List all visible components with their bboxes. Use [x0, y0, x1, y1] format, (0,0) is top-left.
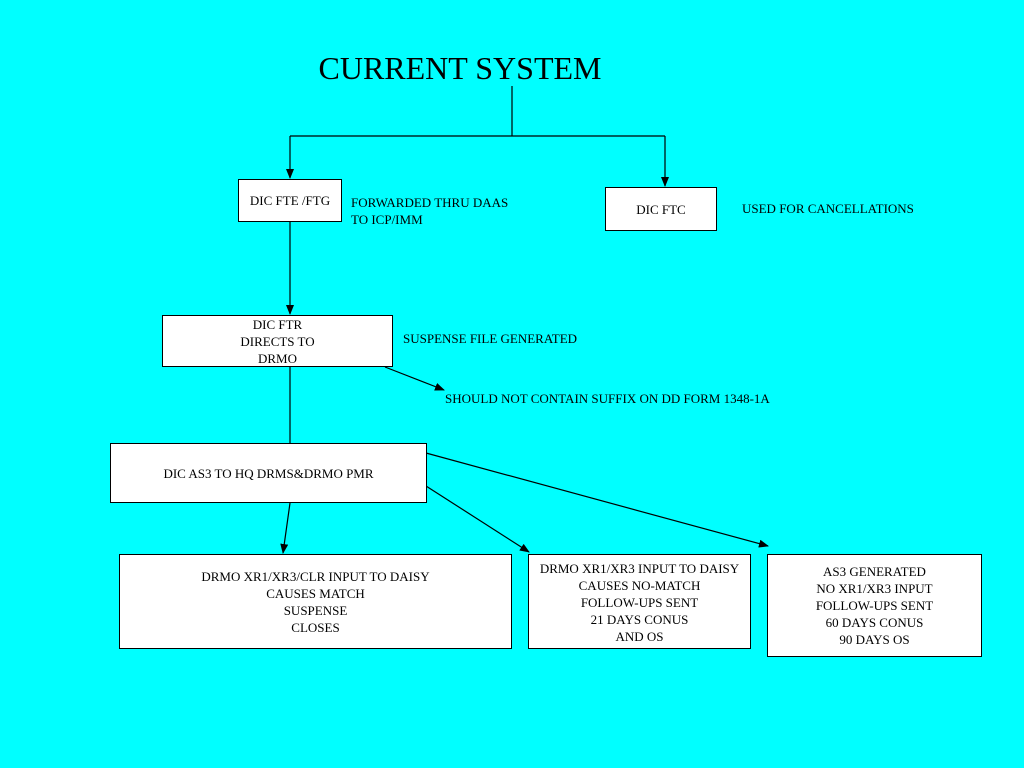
box-line: 60 DAYS CONUS: [825, 615, 924, 630]
cancellations-note: USED FOR CANCELLATIONS: [742, 200, 914, 217]
box-line: DRMO XR1/XR3/CLR INPUT TO DAISY: [201, 568, 430, 584]
box-line: AND OS: [615, 629, 664, 644]
box-line: CLOSES: [291, 619, 340, 635]
box-line: DIC AS3 TO HQ DRMS&DRMO PMR: [163, 465, 374, 481]
note-line: USED FOR CANCELLATIONS: [742, 201, 914, 216]
dic-ftr-box: DIC FTR DIRECTS TO DRMO: [162, 315, 393, 367]
arrow-to-suffix-note: [384, 366, 445, 391]
box-line: DIC FTC: [636, 201, 686, 217]
box-line: CAUSES MATCH: [266, 585, 365, 601]
box-line: 21 DAYS CONUS: [590, 612, 689, 627]
diagram-title: CURRENT SYSTEM: [318, 50, 602, 86]
box-line: SUSPENSE: [283, 602, 348, 618]
arrow-to-match-box: [280, 502, 291, 554]
dic-fte-ftg-box: DIC FTE /FTG: [238, 179, 342, 222]
arrow-to-no-match-box: [425, 485, 530, 553]
note-line: TO ICP/IMM: [351, 212, 423, 227]
suspense-note: SUSPENSE FILE GENERATED: [403, 330, 577, 347]
arrow-to-as3-generated-box: [425, 452, 769, 548]
box-line: NO XR1/XR3 INPUT: [816, 581, 933, 596]
box-line: FOLLOW-UPS SENT: [580, 595, 699, 610]
dic-ftc-box: DIC FTC: [605, 187, 717, 231]
suffix-note: SHOULD NOT CONTAIN SUFFIX ON DD FORM 134…: [445, 390, 770, 407]
box-line: DRMO: [257, 350, 297, 366]
box-line: DIC FTE /FTG: [249, 193, 331, 208]
note-line: FORWARDED THRU DAAS: [351, 195, 509, 210]
box-line: AS3 GENERATED: [823, 564, 926, 579]
box-line: CAUSES NO-MATCH: [578, 578, 701, 593]
box-line: FOLLOW-UPS SENT: [815, 598, 934, 613]
box-line: DIRECTS TO: [240, 333, 315, 349]
dic-as3-box: DIC AS3 TO HQ DRMS&DRMO PMR: [110, 443, 427, 503]
box-line: DRMO XR1/XR3 INPUT TO DAISY: [539, 561, 740, 576]
drmo-match-box: DRMO XR1/XR3/CLR INPUT TO DAISY CAUSES M…: [119, 554, 512, 649]
as3-generated-box: AS3 GENERATED NO XR1/XR3 INPUT FOLLOW-UP…: [767, 554, 982, 657]
note-line: SUSPENSE FILE GENERATED: [403, 331, 578, 346]
box-line: DIC FTR: [252, 316, 303, 332]
note-line: SHOULD NOT CONTAIN SUFFIX ON DD FORM 134…: [445, 391, 770, 406]
forwarded-note: FORWARDED THRU DAAS TO ICP/IMM: [351, 194, 508, 228]
drmo-no-match-box: DRMO XR1/XR3 INPUT TO DAISY CAUSES NO-MA…: [528, 554, 751, 649]
box-line: 90 DAYS OS: [839, 632, 910, 647]
